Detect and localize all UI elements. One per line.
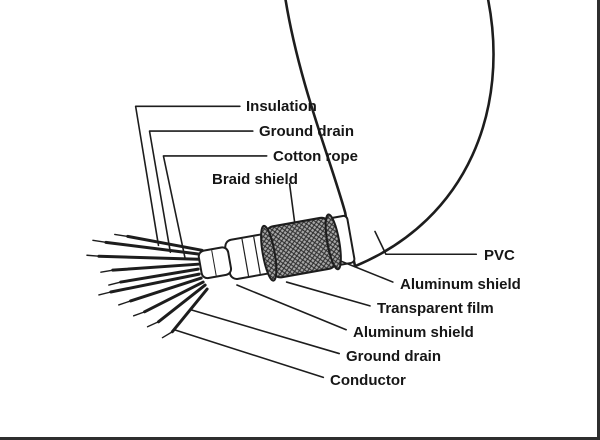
label-ground-drain-bottom: Ground drain — [346, 348, 441, 365]
label-cotton-rope: Cotton rope — [273, 148, 358, 165]
wire-conductor-tip — [118, 300, 132, 306]
wire-conductor-tip — [161, 331, 174, 339]
layer-divider — [241, 238, 250, 277]
label-transparent-film: Transparent film — [377, 300, 494, 317]
leader-conductor — [173, 328, 325, 379]
leader-aluminum-shield-outer — [340, 260, 394, 283]
label-ground-drain-top: Ground drain — [259, 123, 354, 140]
label-insulation: Insulation — [246, 98, 317, 115]
wire-conductor-tip — [98, 291, 112, 296]
cable-jacket-outer-edge — [353, 0, 495, 268]
wire-strand — [143, 280, 205, 314]
leader-ground-drain-top — [148, 130, 254, 254]
leader-lines — [134, 105, 478, 379]
wire-conductor-tip — [108, 281, 122, 286]
label-braid-shield: Braid shield — [212, 171, 298, 188]
layer-divider — [211, 250, 217, 276]
label-conductor: Conductor — [330, 372, 406, 389]
leader-pvc — [374, 230, 478, 256]
leader-aluminum-shield-inner — [236, 284, 347, 331]
wire-conductor-tip — [146, 321, 160, 328]
wire-strand — [156, 283, 207, 324]
label-aluminum-shield-outer: Aluminum shield — [400, 276, 521, 293]
wire-strand — [126, 234, 204, 252]
wire-strand — [119, 267, 200, 284]
stripped-layer-stack — [197, 213, 356, 282]
layer-divider — [253, 236, 261, 275]
braid-collar-right — [324, 213, 342, 271]
leader-ground-drain-bottom — [190, 309, 341, 355]
leader-braid-shield — [288, 182, 296, 223]
wire-strand — [97, 254, 201, 261]
wire-conductor-tip — [86, 254, 100, 257]
leader-insulation — [134, 105, 241, 247]
wire-conductor-tip — [100, 269, 114, 273]
leader-cotton-rope — [162, 155, 268, 261]
label-pvc: PVC — [484, 247, 515, 264]
wire-strands — [86, 233, 209, 339]
label-aluminum-shield-inner: Aluminum shield — [353, 324, 474, 341]
braid-collar-left — [260, 224, 278, 282]
wire-strand — [170, 287, 209, 334]
wire-conductor-tip — [114, 233, 129, 238]
wire-strand — [109, 272, 201, 294]
inner-core-bundle — [197, 246, 233, 280]
wire-strand — [111, 262, 200, 272]
wire-strand — [129, 276, 203, 303]
leader-transparent-film — [285, 281, 371, 307]
wire-conductor-tip — [132, 311, 146, 317]
cable-jacket-fill — [285, 0, 492, 267]
wire-conductor-tip — [92, 239, 107, 244]
